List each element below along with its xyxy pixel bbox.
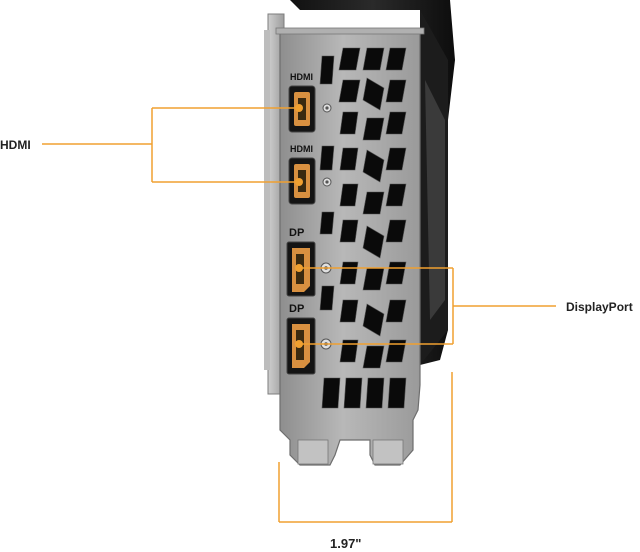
dp-bottom-dot [295,340,303,348]
width-dimension-label: 1.97" [330,536,362,551]
width-dimension-bracket [278,372,453,523]
dp-bottom-marking: DP [289,303,304,315]
hdmi-top-marking: HDMI [290,72,313,82]
hdmi-callout-lines [42,107,299,183]
hdmi-callout-label: HDMI [0,138,31,152]
hdmi-top-dot [295,104,303,112]
hdmi-bottom-marking: HDMI [290,144,313,154]
cooler-shroud [290,0,455,365]
dp-top-marking: DP [289,227,304,239]
displayport-callout-label: DisplayPort [566,300,633,314]
displayport-callout-lines [299,267,556,345]
dp-top-dot [295,264,303,272]
hdmi-bottom-dot [295,178,303,186]
